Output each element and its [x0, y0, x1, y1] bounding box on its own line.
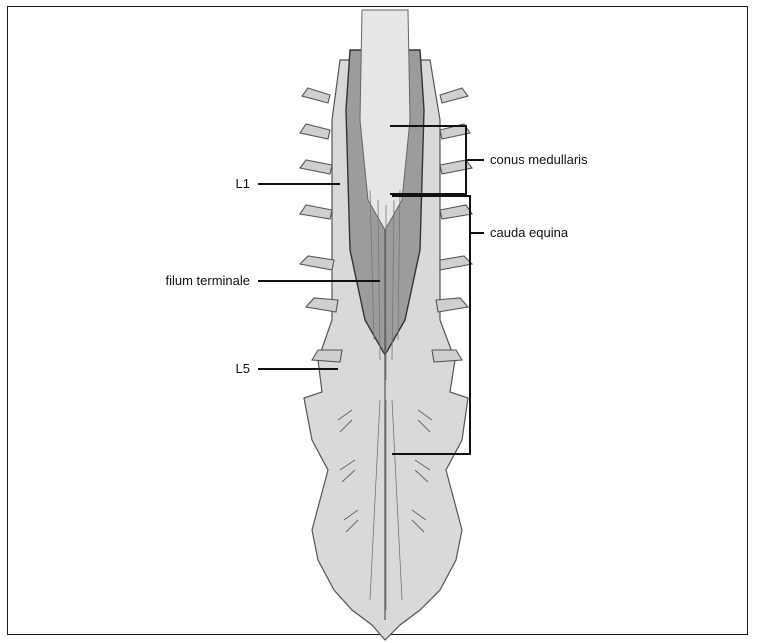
label-l1: L1: [210, 176, 250, 192]
label-l5: L5: [210, 361, 250, 377]
label-conus-medullaris: conus medullaris: [490, 152, 588, 168]
label-cauda-equina: cauda equina: [490, 225, 568, 241]
label-filum-terminale: filum terminale: [110, 273, 250, 289]
